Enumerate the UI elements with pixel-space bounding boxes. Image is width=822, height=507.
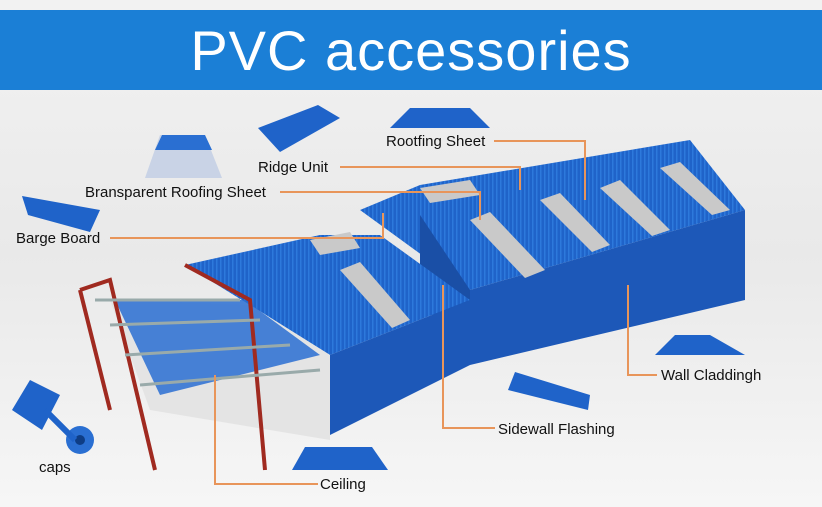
- label-sidewall-flashing: Sidewall Flashing: [498, 421, 615, 438]
- caps-icon: [12, 380, 94, 454]
- transparent-sheet-blue: [155, 135, 212, 150]
- label-ridge-unit: Ridge Unit: [258, 159, 329, 176]
- steel-frame: [78, 263, 267, 471]
- rear-wall: [470, 210, 745, 365]
- sidewall-flashing-icon: [508, 372, 590, 410]
- wall-cladding-icon: [655, 335, 745, 355]
- label-caps: caps: [39, 459, 71, 476]
- label-ceiling: Ceiling: [320, 476, 366, 493]
- rooftop-sheet-icon: [390, 108, 490, 128]
- page-title: PVC accessories: [190, 18, 632, 82]
- leader-lines: [110, 140, 657, 485]
- ceiling-icon: [292, 447, 388, 470]
- title-banner: PVC accessories: [0, 10, 822, 90]
- rear-roof: [360, 140, 745, 290]
- front-wall: [330, 300, 470, 435]
- label-wall-cladding: Wall Claddingh: [661, 367, 762, 384]
- ridge-unit-icon: [258, 105, 340, 152]
- barge-board-icon: [22, 196, 100, 232]
- label-rooftop-sheet: Rootfing Sheet: [386, 133, 486, 150]
- label-barge-board: Barge Board: [16, 230, 101, 247]
- label-transparent-sheet: Bransparent Roofing Sheet: [85, 184, 266, 201]
